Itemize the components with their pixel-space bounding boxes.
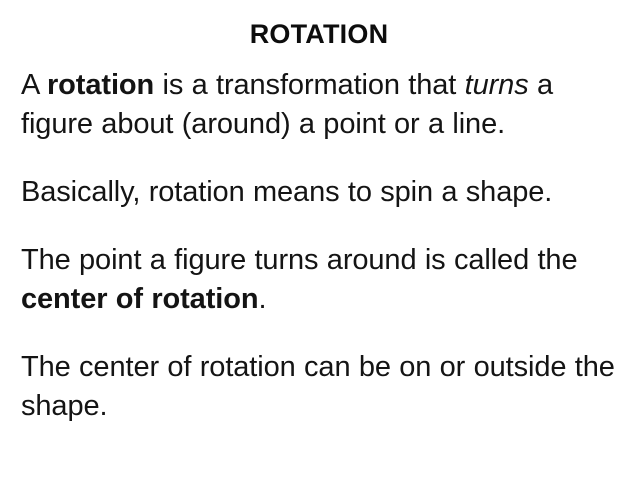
text-run: A xyxy=(21,69,47,101)
text-run: is a transformation that xyxy=(154,69,465,101)
text-run: Basically, rotation means to spin a shap… xyxy=(21,176,553,208)
text-run: The center of rotation can be on or outs… xyxy=(21,351,615,422)
text-run: a figure about (around) a point or a lin… xyxy=(21,69,554,140)
paragraph-center-definition: The point a figure turns around is calle… xyxy=(21,241,625,319)
paragraph-definition: A rotation is a transformation that turn… xyxy=(21,66,625,144)
text-run-bold: center of rotation xyxy=(21,283,259,315)
page-title: ROTATION xyxy=(249,19,389,49)
slide-body: A rotation is a transformation that turn… xyxy=(21,66,625,426)
text-run-bold: rotation xyxy=(47,69,155,101)
text-run: . xyxy=(258,283,267,315)
paragraph-center-location: The center of rotation can be on or outs… xyxy=(21,348,625,426)
paragraph-basic-meaning: Basically, rotation means to spin a shap… xyxy=(21,173,625,212)
text-run: The point a figure turns around is calle… xyxy=(21,244,578,276)
text-run-italic: turns xyxy=(464,69,529,101)
